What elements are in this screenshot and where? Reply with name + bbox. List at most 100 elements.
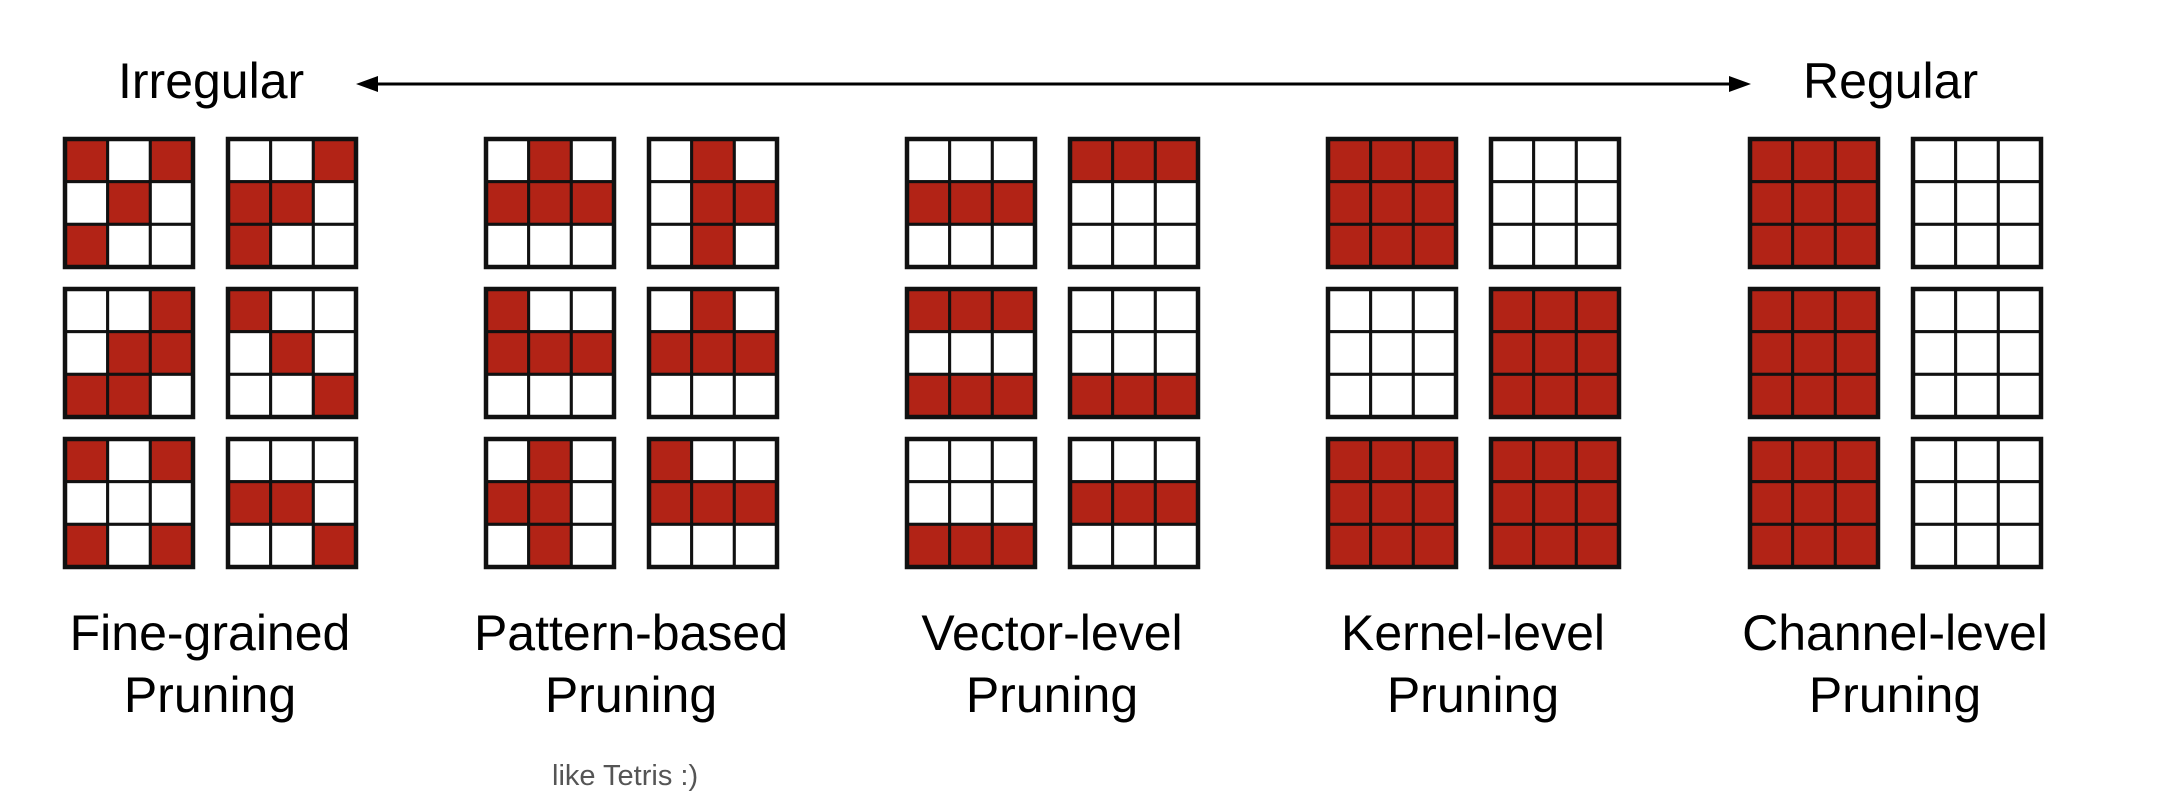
kernel-outline bbox=[1067, 286, 1201, 420]
kept-weight-cell bbox=[1153, 372, 1200, 419]
pruned-weight-cell bbox=[63, 330, 110, 376]
pruned-weight-cell bbox=[569, 287, 616, 334]
pruned-weight-cell bbox=[226, 372, 273, 419]
kept-weight-cell bbox=[106, 180, 152, 226]
pruned-weight-cell bbox=[311, 480, 358, 526]
kept-weight-cell bbox=[690, 180, 736, 226]
kept-weight-cell bbox=[1748, 522, 1795, 569]
caption-line: Kernel-level bbox=[1340, 605, 1605, 661]
kernel-grid bbox=[904, 286, 1038, 420]
kernel-grid bbox=[1747, 436, 1881, 570]
pruned-weight-cell bbox=[106, 522, 152, 569]
kernel-grid bbox=[1747, 136, 1881, 270]
pruned-weight-cell bbox=[990, 330, 1037, 376]
pruned-weight-cell bbox=[106, 437, 152, 484]
kept-weight-cell bbox=[990, 180, 1037, 226]
kept-weight-cell bbox=[690, 137, 736, 184]
kept-weight-cell bbox=[1489, 480, 1536, 526]
pruned-weight-cell bbox=[1574, 180, 1621, 226]
kernel-outline bbox=[1910, 136, 2044, 270]
kernel-outline bbox=[225, 286, 359, 420]
pruned-weight-cell bbox=[1153, 437, 1200, 484]
kept-weight-cell bbox=[1111, 137, 1157, 184]
pruned-weight-cell bbox=[1068, 522, 1115, 569]
kernel-outline bbox=[646, 286, 780, 420]
kept-weight-cell bbox=[1489, 372, 1536, 419]
kernel-outline bbox=[62, 436, 196, 570]
pruned-weight-cell bbox=[1911, 437, 1958, 484]
kernel-grid bbox=[483, 436, 617, 570]
kept-weight-cell bbox=[63, 137, 110, 184]
pruned-weight-cell bbox=[1068, 222, 1115, 269]
kept-weight-cell bbox=[1574, 437, 1621, 484]
pruned-weight-cell bbox=[226, 137, 273, 184]
pruned-weight-cell bbox=[1911, 480, 1958, 526]
kernel-outline bbox=[1067, 136, 1201, 270]
kernel-grid bbox=[1325, 136, 1459, 270]
pruned-weight-cell bbox=[1153, 330, 1200, 376]
kept-weight-cell bbox=[1489, 437, 1536, 484]
kept-weight-cell bbox=[1326, 522, 1373, 569]
pruned-weight-cell bbox=[690, 437, 736, 484]
pruned-weight-cell bbox=[148, 180, 195, 226]
kept-weight-cell bbox=[1833, 372, 1880, 419]
kept-weight-cell bbox=[1748, 180, 1795, 226]
pruned-weight-cell bbox=[647, 522, 694, 569]
kernel-outline bbox=[1067, 436, 1201, 570]
pruned-weight-cell bbox=[269, 137, 315, 184]
pruned-weight-cell bbox=[905, 437, 952, 484]
kept-weight-cell bbox=[148, 287, 195, 334]
kept-weight-cell bbox=[1833, 222, 1880, 269]
kept-weight-cell bbox=[1532, 522, 1578, 569]
kernel-grid bbox=[904, 136, 1038, 270]
pruned-weight-cell bbox=[484, 522, 531, 569]
pruned-weight-cell bbox=[1996, 330, 2043, 376]
kernel-grid bbox=[1325, 436, 1459, 570]
kept-weight-cell bbox=[527, 330, 573, 376]
pruned-weight-cell bbox=[269, 222, 315, 269]
fine-grained-kernels bbox=[62, 136, 359, 570]
kept-weight-cell bbox=[226, 222, 273, 269]
pruned-weight-cell bbox=[226, 437, 273, 484]
kernel-outline bbox=[1747, 286, 1881, 420]
pruned-weight-cell bbox=[1954, 480, 2000, 526]
pruned-weight-cell bbox=[1574, 222, 1621, 269]
caption-line: Pattern-based bbox=[473, 605, 789, 661]
pruned-weight-cell bbox=[1111, 222, 1157, 269]
pruned-weight-cell bbox=[1369, 372, 1415, 419]
kept-weight-cell bbox=[1489, 522, 1536, 569]
pattern-based-caption: Pattern-based Pruning bbox=[421, 602, 841, 726]
kept-weight-cell bbox=[948, 287, 994, 334]
kept-weight-cell bbox=[1791, 137, 1837, 184]
kept-weight-cell bbox=[1833, 480, 1880, 526]
kept-weight-cell bbox=[1068, 480, 1115, 526]
kept-weight-cell bbox=[1791, 372, 1837, 419]
kept-weight-cell bbox=[63, 372, 110, 419]
pruned-weight-cell bbox=[1068, 180, 1115, 226]
pruned-weight-cell bbox=[1954, 287, 2000, 334]
pruned-weight-cell bbox=[484, 372, 531, 419]
pruned-weight-cell bbox=[1954, 372, 2000, 419]
pruned-weight-cell bbox=[148, 480, 195, 526]
pruned-weight-cell bbox=[1111, 522, 1157, 569]
kernel-outline bbox=[1747, 136, 1881, 270]
pattern-based-kernels bbox=[483, 136, 780, 570]
pruned-weight-cell bbox=[269, 372, 315, 419]
pruned-weight-cell bbox=[226, 330, 273, 376]
pruned-weight-cell bbox=[732, 137, 779, 184]
kept-weight-cell bbox=[1153, 480, 1200, 526]
pruned-weight-cell bbox=[647, 137, 694, 184]
kept-weight-cell bbox=[1369, 522, 1415, 569]
channel-level-kernels bbox=[1747, 136, 2044, 570]
pruned-weight-cell bbox=[1411, 372, 1458, 419]
pruned-weight-cell bbox=[905, 137, 952, 184]
kernel-grid bbox=[1747, 286, 1881, 420]
kept-weight-cell bbox=[1748, 137, 1795, 184]
channel-level-caption: Channel-level Pruning bbox=[1685, 602, 2105, 726]
pruned-weight-cell bbox=[1996, 372, 2043, 419]
pruned-weight-cell bbox=[106, 287, 152, 334]
pruned-weight-cell bbox=[948, 437, 994, 484]
kept-weight-cell bbox=[226, 480, 273, 526]
kernel-outline bbox=[1488, 136, 1622, 270]
